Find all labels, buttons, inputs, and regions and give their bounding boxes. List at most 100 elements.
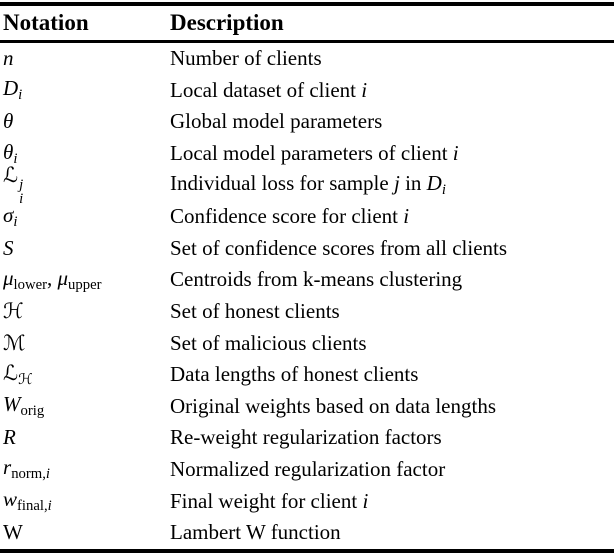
description-cell: Final weight for client i: [170, 489, 614, 514]
text-segment: i: [362, 488, 369, 513]
text-segment: i: [45, 466, 50, 483]
text-segment: norm: [11, 466, 43, 483]
text-segment: lower: [13, 277, 47, 293]
description-cell: Data lengths of honest clients: [170, 362, 614, 387]
description-cell: Local model parameters of client i: [170, 141, 614, 166]
text-segment: σ: [3, 202, 14, 227]
text-segment: Re-weight regularization factors: [170, 425, 442, 450]
text-segment: orig: [20, 403, 45, 420]
text-segment: θ: [3, 109, 14, 134]
notation-cell: W: [0, 520, 170, 545]
table-row: W Lambert W function: [0, 517, 614, 549]
text-segment: ℒ: [3, 361, 19, 386]
description-cell: Set of honest clients: [170, 299, 614, 324]
text-segment: in: [399, 171, 427, 196]
text-segment: i: [47, 498, 52, 515]
notation-cell: ℒℋ: [0, 361, 170, 388]
notation-cell: Worig: [0, 392, 170, 420]
text-segment: Lambert W function: [170, 520, 341, 545]
notation-cell: wfinal,i: [0, 487, 170, 515]
text-segment: upper: [68, 277, 102, 293]
text-segment: final: [17, 498, 44, 515]
table-rule-header: [0, 40, 614, 43]
text-segment: n: [3, 46, 14, 71]
notation-cell: S: [0, 236, 170, 261]
text-segment: i: [13, 150, 18, 167]
text-segment: j: [19, 177, 24, 194]
text-segment: i: [441, 182, 446, 199]
table-row: ℳ Set of malicious clients: [0, 327, 614, 359]
header-notation: Notation: [3, 10, 89, 35]
description-cell: Normalized regularization factor: [170, 457, 614, 482]
description-cell: Re-weight regularization factors: [170, 425, 614, 450]
text-segment: Local model parameters of client: [170, 141, 453, 166]
text-segment: ℒ: [3, 163, 19, 188]
text-segment: R: [3, 425, 16, 450]
text-segment: i: [361, 77, 368, 102]
text-segment: Individual loss for sample: [170, 171, 394, 196]
description-cell: Lambert W function: [170, 520, 614, 545]
table-row: ℋ Set of honest clients: [0, 296, 614, 328]
text-segment: W: [3, 392, 21, 417]
notation-cell: Di: [0, 76, 170, 104]
notation-cell: n: [0, 46, 170, 71]
text-segment: Local dataset of client: [170, 77, 362, 102]
text-segment: ,: [42, 466, 46, 483]
text-segment: i: [452, 141, 459, 166]
text-segment: μ: [57, 265, 69, 290]
description-cell: Local dataset of client i: [170, 78, 614, 103]
description-cell: Set of confidence scores from all client…: [170, 236, 614, 261]
text-segment: r: [3, 455, 12, 480]
text-segment: μ: [3, 265, 14, 290]
text-segment: ,: [47, 265, 58, 290]
description-cell: Original weights based on data lengths: [170, 394, 614, 419]
table-rule-top: [0, 2, 614, 6]
text-segment: ,: [43, 498, 48, 515]
text-segment: Centroids from k-means clustering: [170, 267, 463, 292]
text-segment: ℋ: [18, 371, 33, 389]
text-segment: W: [3, 520, 23, 545]
text-segment: Data lengths of honest clients: [170, 362, 419, 387]
text-segment: D: [3, 76, 19, 101]
table-row: R Re-weight regularization factors: [0, 422, 614, 454]
text-segment: S: [3, 235, 14, 260]
table-row: S Set of confidence scores from all clien…: [0, 233, 614, 265]
text-segment: j: [393, 171, 400, 196]
text-segment: i: [18, 87, 23, 104]
notation-cell: rnorm,i: [0, 455, 170, 483]
text-segment: Number of clients: [170, 46, 322, 71]
table-rule-bottom: [0, 548, 614, 553]
table-header-row: Notation Description: [0, 6, 614, 40]
text-segment: Confidence score for client: [170, 204, 404, 229]
notation-cell: θ: [0, 109, 170, 134]
text-segment: θ: [3, 139, 14, 164]
notation-cell: θi: [0, 140, 170, 168]
table-row: n Number of clients: [0, 43, 614, 75]
text-segment: ℋ: [3, 299, 24, 324]
text-segment: Set of malicious clients: [170, 330, 367, 355]
notation-cell: ℳ: [0, 331, 170, 356]
notation-cell: ℋ: [0, 299, 170, 324]
text-segment: w: [3, 487, 18, 512]
header-description: Description: [170, 10, 284, 35]
text-segment: Set of honest clients: [170, 299, 340, 324]
text-segment: i: [13, 213, 18, 230]
notation-cell: σi: [0, 203, 170, 231]
description-cell: Individual loss for sample j in Di: [170, 171, 614, 199]
description-cell: Centroids from k-means clustering: [170, 267, 614, 292]
text-segment: ℳ: [3, 330, 26, 355]
text-segment: Global model parameters: [170, 109, 383, 134]
table-row: θ Global model parameters: [0, 106, 614, 138]
description-cell: Set of malicious clients: [170, 331, 614, 356]
